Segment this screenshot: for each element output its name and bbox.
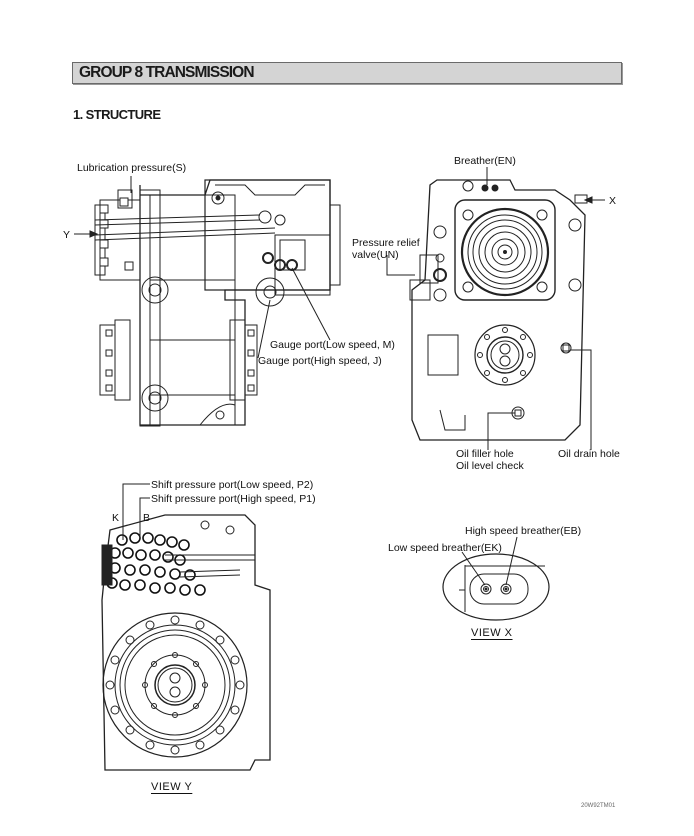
- gauge-low-leader: [291, 267, 331, 341]
- view-x-caption: VIEW X: [471, 627, 513, 639]
- y-arrow-label: Y: [63, 229, 71, 241]
- oil-filler-label: Oil filler hole: [456, 448, 514, 460]
- view-x-drawing: [442, 553, 550, 621]
- oil-drain-label: Oil drain hole: [558, 448, 620, 460]
- y-arrow-head: [89, 230, 99, 238]
- breather-label: Breather(EN): [454, 155, 516, 167]
- pressure-relief-label-2: valve(UN): [352, 249, 399, 261]
- gauge-low-label: Gauge port(Low speed, M): [270, 339, 395, 351]
- high-breather-leader: [505, 536, 518, 586]
- k-label: K: [112, 512, 120, 524]
- high-breather-label: High speed breather(EB): [465, 525, 582, 537]
- x-arrow-label: X: [609, 195, 617, 207]
- oil-drain-leader: [571, 349, 592, 450]
- lubrication-pressure-label: Lubrication pressure(S): [77, 162, 187, 174]
- group-title: GROUP 8 TRANSMISSION: [79, 64, 255, 81]
- front-view-drawing: [409, 179, 588, 441]
- low-breather-label: Low speed breather(EK): [388, 542, 502, 554]
- section-title: 1. STRUCTURE: [73, 107, 161, 122]
- pressure-relief-label-1: Pressure relief: [352, 237, 420, 249]
- view-y-caption: VIEW Y: [151, 781, 193, 793]
- oil-level-label: Oil level check: [456, 460, 524, 472]
- gauge-high-leader: [257, 299, 271, 359]
- shift-high-label: Shift pressure port(High speed, P1): [151, 493, 316, 505]
- shift-low-label: Shift pressure port(Low speed, P2): [151, 479, 314, 491]
- relief-leader: [386, 255, 415, 276]
- drawing-code: 20W92TM01: [581, 803, 616, 809]
- view-y-drawing: [101, 514, 271, 771]
- b-label: B: [143, 512, 151, 524]
- low-breather-leader: [461, 551, 486, 586]
- oil-filler-leader: [487, 412, 515, 450]
- shift-low-leader: [122, 483, 150, 540]
- gauge-high-label: Gauge port(High speed, J): [258, 355, 382, 367]
- x-arrow-head: [583, 196, 593, 204]
- side-view-drawing: [94, 179, 341, 427]
- shift-high-leader: [139, 497, 150, 538]
- group-header: GROUP 8 TRANSMISSION: [72, 62, 622, 84]
